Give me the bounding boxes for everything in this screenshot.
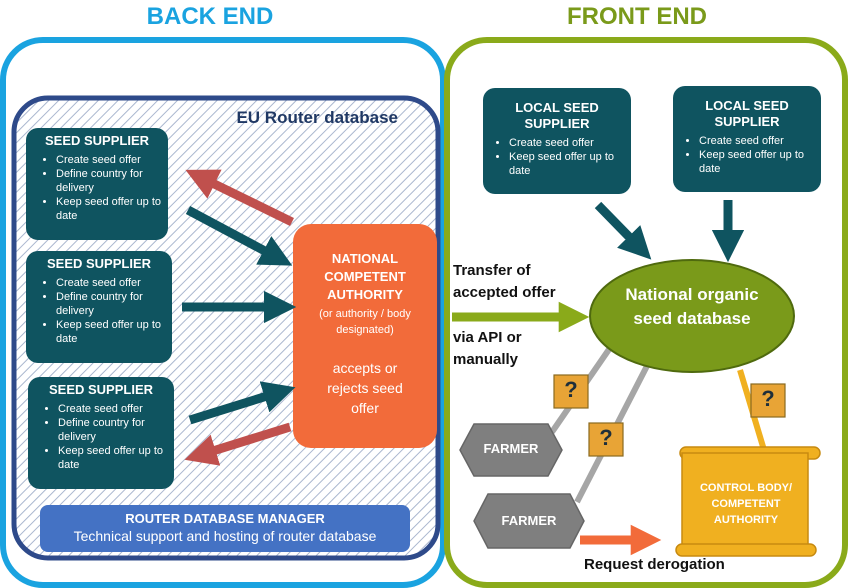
local-seed-supplier-box-1: LOCAL SEED SUPPLIER Create seed offer Ke…: [483, 88, 631, 194]
question-mark: ?: [599, 425, 613, 450]
question-mark: ?: [564, 377, 578, 402]
seed-supplier-list: Create seed offer Define country for del…: [28, 402, 174, 472]
arrow-reject-bottom: [184, 422, 292, 466]
router-manager-title: ROUTER DATABASE MANAGER: [125, 511, 325, 526]
question-mark: ?: [761, 386, 775, 411]
arrow-local-supplier-1: [594, 201, 652, 260]
control-body-scroll: [675, 446, 821, 557]
arrow-reject-top: [185, 169, 294, 227]
list-item: Keep seed offer up to date: [58, 444, 174, 472]
question-box-2: [588, 422, 624, 457]
router-database-manager-box: ROUTER DATABASE MANAGER Technical suppor…: [40, 505, 410, 552]
seed-supplier-title: SEED SUPPLIER: [48, 382, 154, 397]
seed-supplier-box-2: SEED SUPPLIER Create seed offer Define c…: [26, 251, 172, 363]
arrow-submit-bottom: [188, 381, 296, 425]
list-item: Keep seed offer up to date: [509, 150, 631, 178]
seed-supplier-box-3: SEED SUPPLIER Create seed offer Define c…: [28, 377, 174, 489]
national-db-title: National organic seed database: [625, 285, 759, 328]
seed-supplier-list: Create seed offer Define country for del…: [26, 276, 172, 346]
list-item: Define country for delivery: [56, 290, 172, 318]
list-item: Create seed offer: [58, 402, 174, 416]
list-item: Create seed offer: [509, 136, 631, 150]
eu-router-db-title: EU Router database: [236, 108, 398, 127]
local-seed-supplier-list: Create seed offer Keep seed offer up to …: [673, 134, 821, 176]
list-item: Create seed offer: [56, 153, 168, 167]
control-body-title: CONTROL BODY/ COMPETENT AUTHORITY: [699, 482, 793, 526]
nca-action: accepts or rejects seed offer: [327, 360, 403, 416]
farmer-hexagon-1: [459, 423, 563, 477]
router-manager-subtitle: Technical support and hosting of router …: [73, 528, 377, 544]
transfer-method-label: via API or manually: [453, 329, 522, 368]
list-item: Keep seed offer up to date: [56, 195, 168, 223]
local-seed-supplier-title: LOCAL SEED SUPPLIER: [515, 100, 599, 131]
back-end-title: BACK END: [146, 3, 274, 30]
list-item: Define country for delivery: [58, 416, 174, 444]
seed-supplier-list: Create seed offer Define country for del…: [26, 153, 168, 223]
seed-supplier-box-1: SEED SUPPLIER Create seed offer Define c…: [26, 128, 168, 240]
request-derogation-label: Request derogation: [584, 556, 725, 573]
seed-supplier-title: SEED SUPPLIER: [44, 133, 150, 148]
transfer-label: Transfer of accepted offer: [453, 262, 556, 301]
farmer-hexagon-2: [473, 493, 585, 549]
list-item: Create seed offer: [699, 134, 821, 148]
national-competent-authority-box: NATIONAL COMPETENT AUTHORITY (or authori…: [293, 224, 437, 448]
local-seed-supplier-list: Create seed offer Keep seed offer up to …: [483, 136, 631, 178]
question-box-3: [750, 383, 786, 418]
seed-supplier-title: SEED SUPPLIER: [46, 256, 152, 271]
nca-subtitle: (or authority / body designated): [319, 308, 411, 336]
local-seed-supplier-box-2: LOCAL SEED SUPPLIER Create seed offer Ke…: [673, 86, 821, 192]
question-box-1: [553, 374, 589, 409]
list-item: Define country for delivery: [56, 167, 168, 195]
local-seed-supplier-title: LOCAL SEED SUPPLIER: [705, 98, 789, 129]
farmer-label: FARMER: [483, 441, 539, 456]
arrow-submit-top: [185, 206, 293, 266]
list-item: Keep seed offer up to date: [56, 318, 172, 346]
list-item: Keep seed offer up to date: [699, 148, 821, 176]
farmer-label: FARMER: [501, 513, 557, 528]
national-db-ellipse: [589, 259, 795, 373]
nca-title: NATIONAL COMPETENT AUTHORITY: [324, 251, 406, 302]
front-end-title: FRONT END: [567, 3, 707, 30]
list-item: Create seed offer: [56, 276, 172, 290]
